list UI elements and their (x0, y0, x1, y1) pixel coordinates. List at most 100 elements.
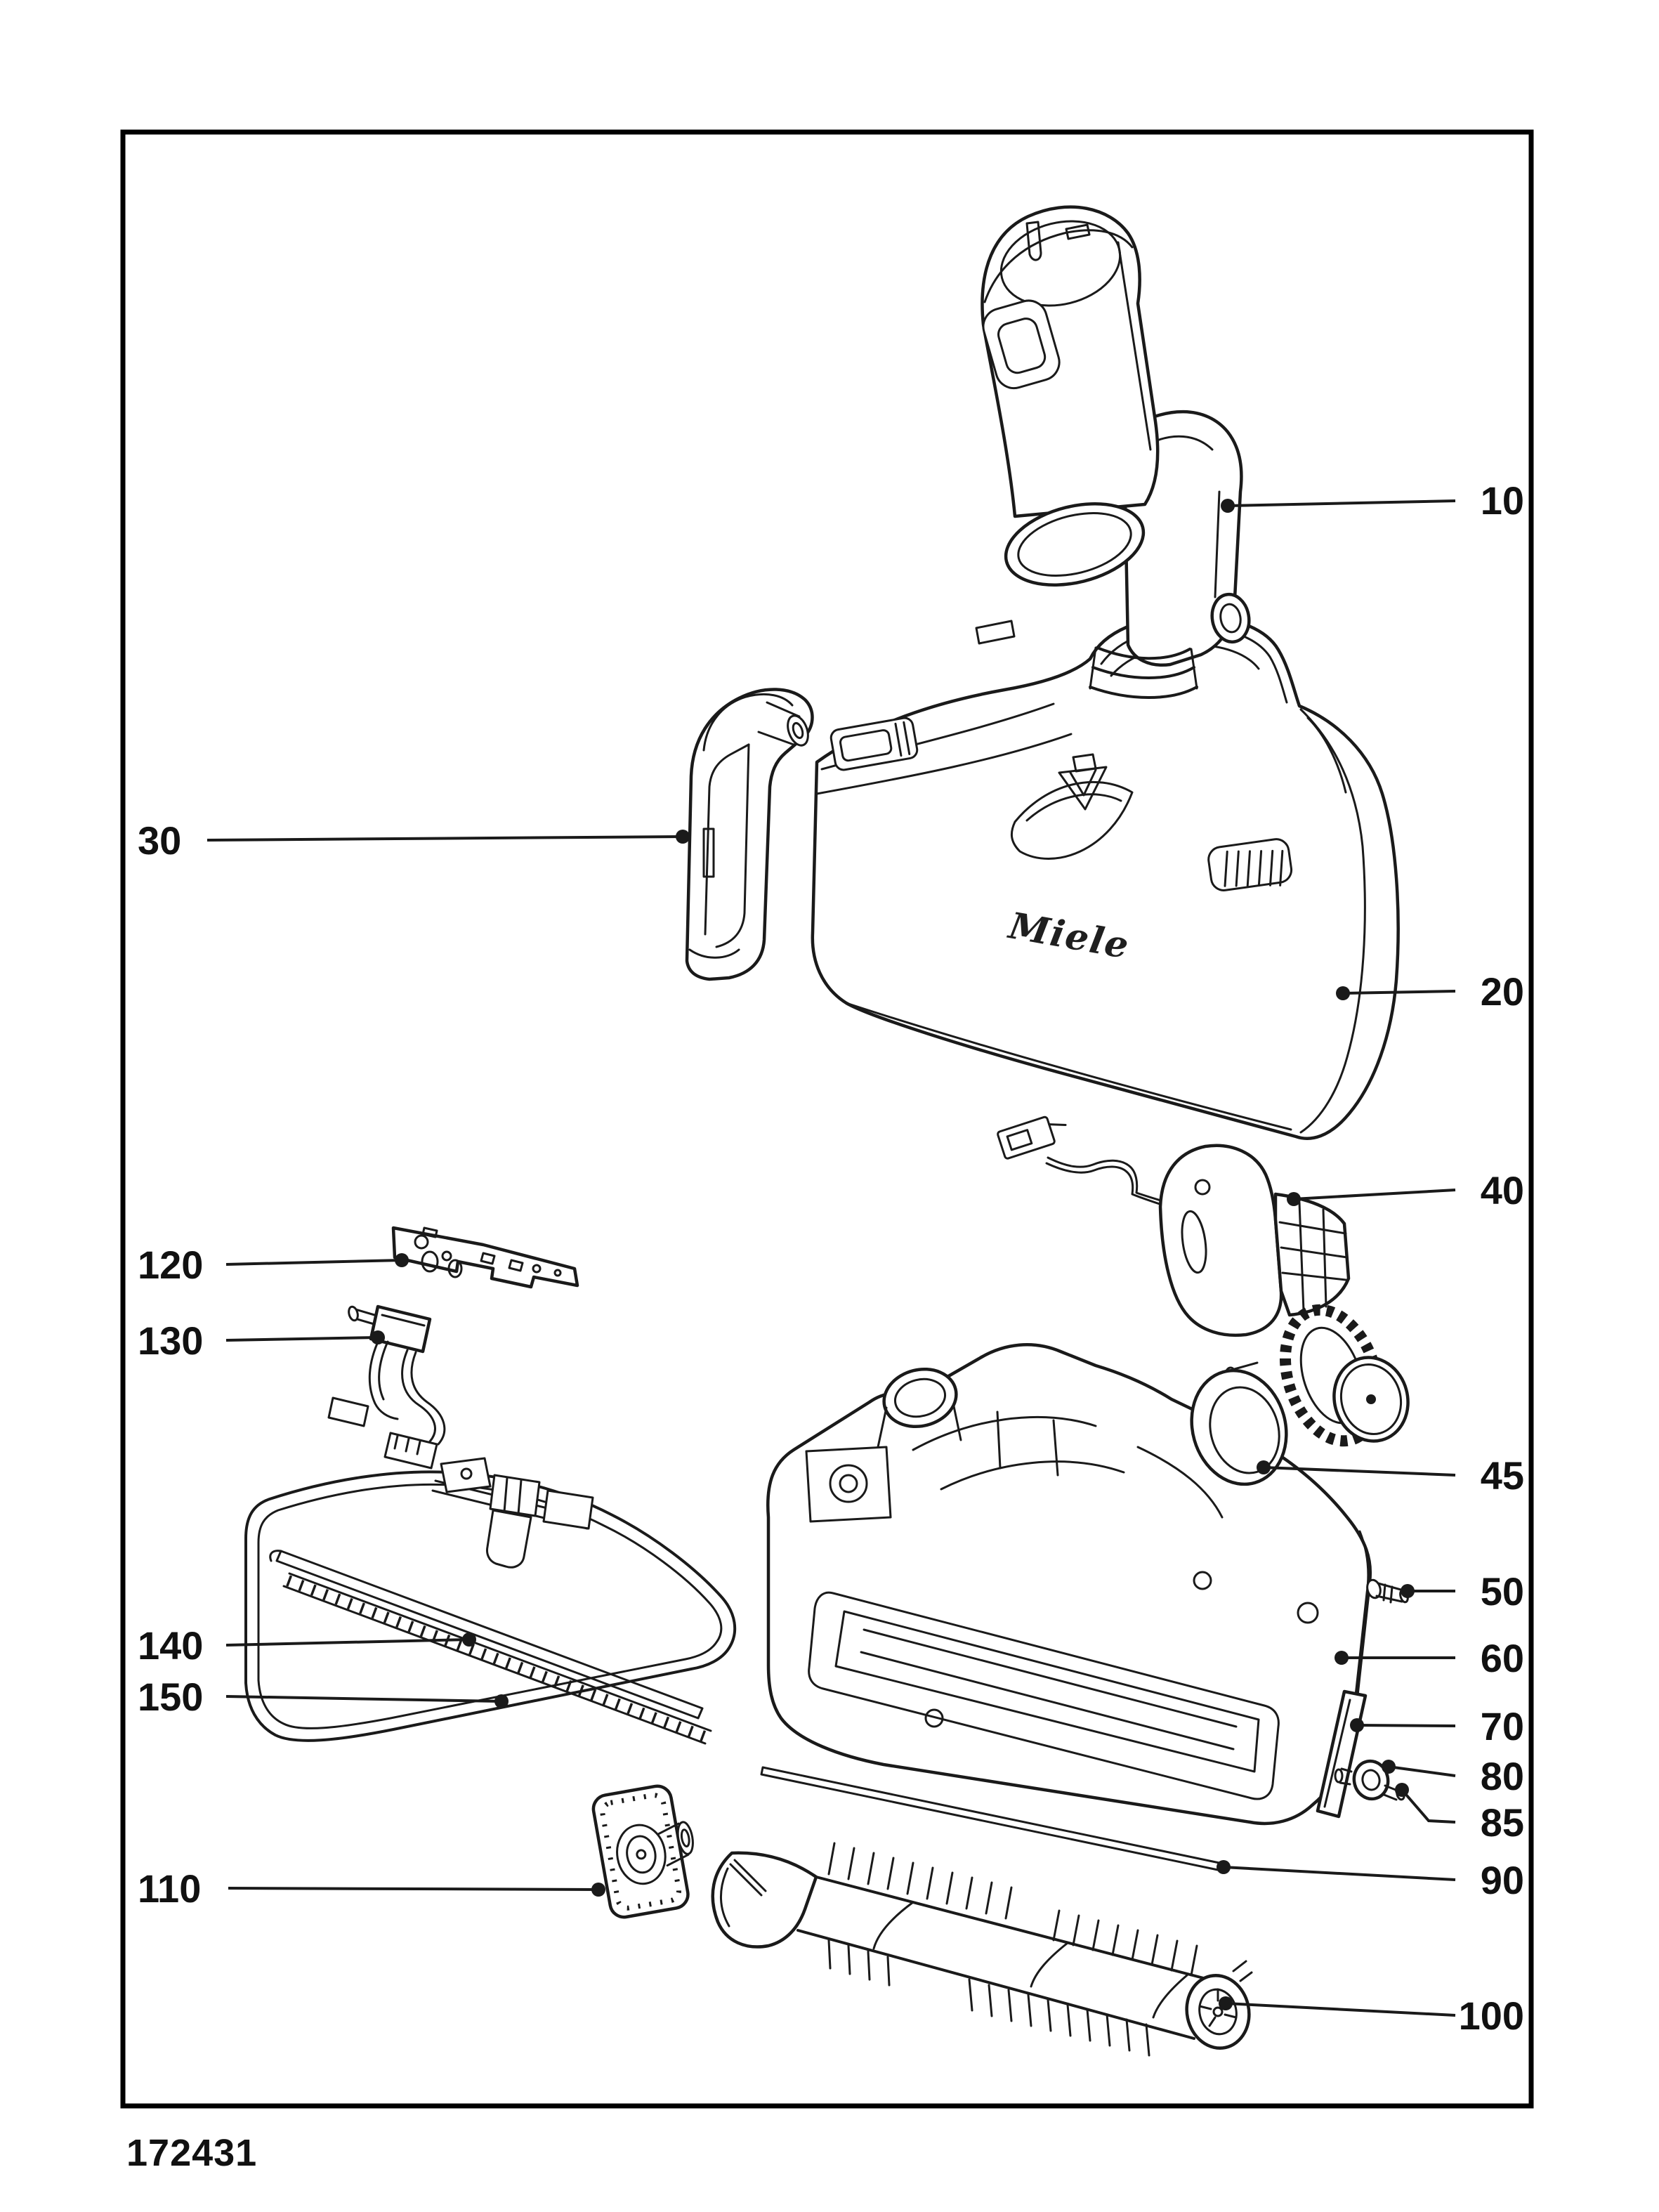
callout-dot-10 (1221, 499, 1235, 513)
part-label-130: 130 (138, 1318, 203, 1363)
part-label-85: 85 (1481, 1800, 1524, 1845)
callout-130: 130 (138, 1318, 385, 1363)
callout-leader-150 (225, 1695, 502, 1703)
callout-leader-70 (1356, 1724, 1456, 1727)
callout-leader-130 (225, 1336, 379, 1342)
neck-pivot-boss (1210, 592, 1251, 644)
callout-leader-40 (1293, 1189, 1456, 1200)
part-label-110: 110 (138, 1866, 201, 1911)
part-100-brush-roller (711, 1842, 1253, 2057)
part-label-120: 120 (138, 1243, 203, 1287)
part-20-top-cover: Miele (811, 613, 1400, 1140)
part-label-40: 40 (1481, 1168, 1524, 1212)
callout-leader-10 (1227, 499, 1456, 507)
part-label-100: 100 (1459, 1994, 1524, 2038)
callout-100: 100 (1219, 1994, 1524, 2038)
cover-top-tab (975, 620, 1016, 645)
brush-end-cap (1185, 1974, 1251, 2050)
cover-swoosh-recess (1010, 780, 1134, 860)
callout-dot-120 (395, 1253, 409, 1267)
part-60-chassis (766, 1343, 1372, 1826)
document-number: 172431 (126, 2132, 258, 2174)
callout-dot-60 (1335, 1651, 1349, 1665)
callout-dot-85 (1395, 1783, 1409, 1797)
part-label-150: 150 (138, 1675, 203, 1719)
part-80-bumper-roller (1334, 1759, 1390, 1801)
part-label-45: 45 (1481, 1453, 1524, 1498)
part-label-50: 50 (1481, 1569, 1524, 1614)
part-150-sole-frame (244, 1457, 737, 1742)
callout-dot-50 (1401, 1584, 1415, 1598)
part-label-70: 70 (1481, 1704, 1524, 1748)
brush-left-cone (711, 1851, 818, 1949)
part-label-90: 90 (1481, 1858, 1524, 1902)
callout-leader-100 (1225, 2002, 1456, 2017)
part-45-motor-unit (1158, 1144, 1410, 1447)
part-140-thread-lifter-rail (269, 1550, 712, 1745)
cover-left-clip (830, 716, 919, 771)
callout-leader-140 (225, 1638, 470, 1647)
callout-leader-20 (1342, 990, 1456, 995)
motor-shroud (1158, 1144, 1283, 1337)
callout-dot-30 (676, 830, 690, 844)
callout-45: 45 (1257, 1453, 1524, 1498)
neck-threaded-collar (1089, 646, 1198, 699)
callout-10: 10 (1221, 478, 1524, 523)
callout-leader-45 (1263, 1466, 1456, 1477)
callout-leader-90 (1223, 1866, 1456, 1881)
part-90-axle-rod (760, 1766, 1221, 1871)
part-10-swivel-neck (981, 205, 1251, 699)
callout-dot-40 (1287, 1192, 1301, 1206)
motor-body (1273, 1192, 1351, 1317)
neck-key-tab (1025, 221, 1042, 261)
callout-dot-45 (1257, 1460, 1271, 1474)
cable-connector (997, 1115, 1067, 1160)
sole-frame-clamp (431, 1457, 594, 1569)
callout-dot-110 (591, 1883, 605, 1897)
drawing-frame-border (120, 129, 1534, 2109)
callout-30: 30 (138, 818, 690, 863)
neck-pivot-dome (1004, 502, 1146, 587)
callout-150: 150 (138, 1675, 509, 1719)
part-label-20: 20 (1481, 969, 1524, 1014)
chassis-turbine-ring (1190, 1368, 1288, 1486)
part-label-30: 30 (138, 818, 181, 863)
part-110-bearing-plate (591, 1784, 694, 1919)
callout-90: 90 (1217, 1858, 1524, 1902)
cover-grille (1207, 838, 1293, 891)
callout-dot-80 (1382, 1760, 1396, 1774)
side-cover-boss (787, 714, 809, 747)
callout-leader-120 (225, 1259, 402, 1266)
callout-leader-110 (228, 1887, 599, 1891)
callout-60: 60 (1335, 1636, 1524, 1680)
callout-20: 20 (1336, 969, 1524, 1014)
callout-dot-150 (494, 1694, 509, 1708)
callout-120: 120 (138, 1243, 409, 1287)
callout-110: 110 (138, 1866, 605, 1911)
part-30-side-cover (685, 688, 814, 981)
callout-40: 40 (1287, 1168, 1524, 1212)
callout-leader-30 (206, 835, 683, 842)
part-label-10: 10 (1481, 478, 1524, 523)
callout-50: 50 (1401, 1569, 1524, 1614)
part-label-80: 80 (1481, 1754, 1524, 1798)
part-120-pcb (391, 1226, 579, 1289)
callout-dot-20 (1336, 986, 1350, 1000)
neck-tube (981, 205, 1160, 518)
callout-dot-90 (1217, 1860, 1231, 1874)
part-label-140: 140 (138, 1623, 203, 1668)
callout-dot-130 (371, 1330, 385, 1344)
callout-dot-70 (1350, 1718, 1364, 1732)
callout-leader-85 (1401, 1788, 1456, 1824)
callout-140: 140 (138, 1623, 476, 1668)
callout-dot-100 (1219, 1996, 1233, 2010)
callout-leader-80 (1388, 1765, 1456, 1777)
callout-80: 80 (1382, 1754, 1524, 1798)
part-130-switch-assembly (327, 1304, 446, 1470)
callout-70: 70 (1350, 1704, 1524, 1748)
callout-dot-140 (462, 1632, 476, 1647)
neck-release-latch (982, 299, 1061, 390)
callout-85: 85 (1395, 1783, 1524, 1845)
